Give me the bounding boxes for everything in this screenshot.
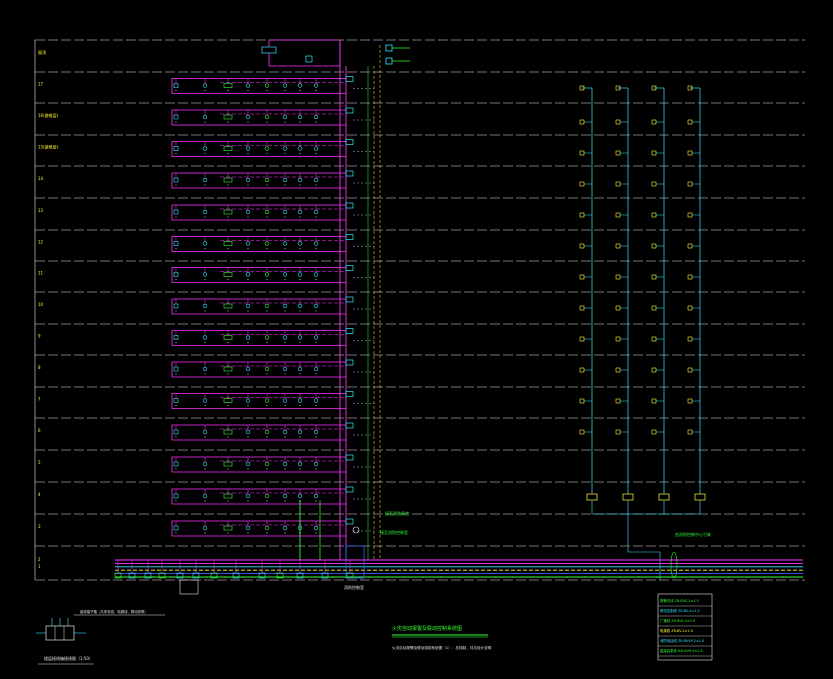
floor-label: 12: [38, 240, 44, 245]
floor-label: 1: [38, 564, 41, 569]
floor-label: 6: [38, 428, 41, 433]
floor-label: 3: [38, 524, 41, 529]
floor-label: 5: [38, 460, 41, 465]
floor-grid: 屋顶 17 16(避难层) 15(避难层) 14 13 12 11 10 9 8 7 6 5 4 3 2 1: [34, 39, 805, 581]
floor-label: 16(避难层): [38, 112, 59, 118]
detail-note: 接线端子箱（共享总线，电源线，联动线等）: [80, 609, 148, 614]
left-riser-system: [171, 39, 381, 560]
floor-label: 7: [38, 397, 41, 402]
legend-item: 消防电话线 ZR-RVVP-2×1.0: [660, 638, 704, 643]
floor-label: 14: [38, 176, 44, 181]
annotation-fire-room: 消防控制室: [344, 584, 364, 590]
junction-box-detail: 接线端子箱（共享总线，电源线，联动线等） 楼层接线箱接线图（1:50）: [36, 609, 165, 665]
legend-table: 报警总线 ZR-RVS-2×1.5 联动控制线 ZR-BV-4×1.5 广播线 ZR…: [657, 593, 713, 661]
floor-label: 10: [38, 302, 44, 307]
floor-label: 17: [38, 82, 44, 87]
legend-item: 广播线 ZR-RVS-2×1.5: [660, 618, 695, 623]
floor-label: 11: [38, 271, 44, 276]
annotation-pump-room: 接至消防泵房: [385, 510, 409, 516]
floor-label: 屋顶: [38, 49, 46, 55]
annotation-control-room: 接至消防控制室: [380, 529, 408, 535]
floor-label: 8: [38, 365, 41, 370]
legend-item: 电源线 ZR-BV-2×2.5: [660, 628, 693, 633]
right-riser-system: [579, 85, 706, 580]
floor-label: 2: [38, 557, 41, 562]
ground-floor-system: [114, 500, 803, 595]
legend-item: 报警总线 ZR-RVS-2×1.5: [660, 598, 699, 603]
diagram-note: 火灾自动报警及联动控制系统图（1）：总线制，详见设计说明: [392, 645, 492, 650]
floor-label: 13: [38, 208, 44, 213]
legend-item: 联动控制线 ZR-BV-4×1.5: [660, 608, 700, 613]
annotation-cable-feed: 由消防控制中心引来: [675, 531, 711, 537]
floor-label: 9: [38, 334, 41, 339]
legend-item: 直接启泵线 NH-KVV-4×1.5: [660, 648, 703, 653]
riser-top-tags: [385, 44, 410, 65]
diagram-title: 火灾自动报警及联动控制系统图: [392, 625, 462, 632]
detail-caption: 楼层接线箱接线图（1:50）: [44, 655, 93, 661]
floor-label: 4: [38, 492, 41, 497]
floor-label: 15(避难层): [38, 144, 59, 150]
